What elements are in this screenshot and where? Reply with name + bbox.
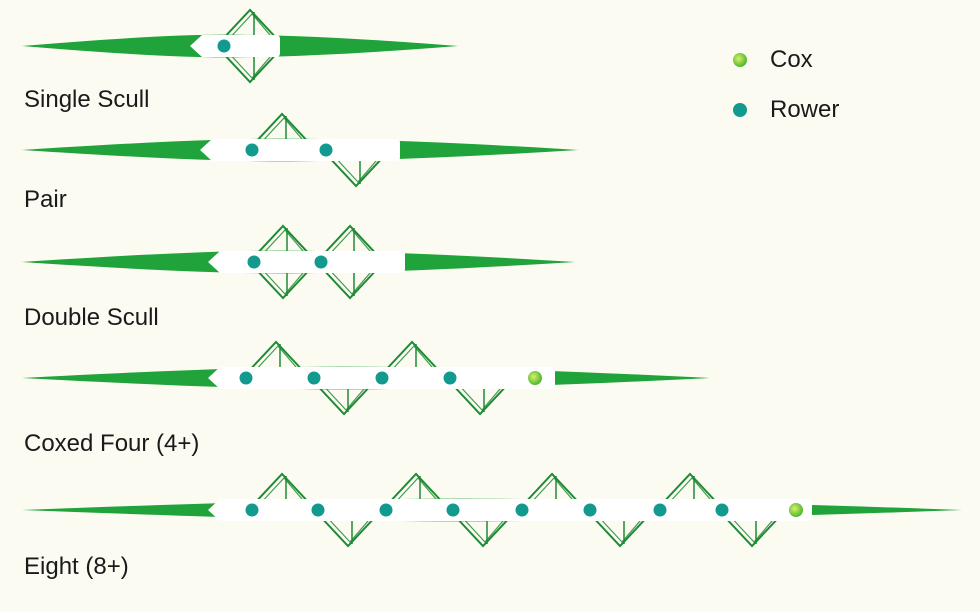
rigger-inner-0-top	[225, 13, 277, 43]
legend-cox-label: Cox	[770, 46, 813, 73]
boat-4	[22, 472, 962, 548]
boat-label-eight: Eight (8+)	[24, 553, 129, 580]
rigger-1-bottom	[313, 381, 375, 416]
rigger-2-top	[381, 340, 443, 375]
cox-seat	[789, 503, 803, 517]
cockpit	[190, 35, 280, 57]
rigger-inner-0-bottom	[258, 265, 310, 295]
rower-seat-8	[715, 503, 729, 517]
cockpit	[208, 251, 405, 273]
rigger-inner-0-bottom	[225, 49, 277, 79]
rower-seat-4	[446, 503, 460, 517]
rigger-inner-1-bottom	[325, 265, 377, 295]
rigger-inner-5-bottom	[595, 513, 647, 543]
rower-seat-4	[443, 371, 457, 385]
rigger-1-top	[319, 224, 381, 259]
rigger-inner-0-top	[257, 477, 309, 507]
rigger-inner-1-bottom	[331, 153, 383, 183]
boat-label-pair: Pair	[24, 186, 67, 213]
rigger-inner-7-bottom	[727, 513, 779, 543]
legend-rower-icon	[733, 103, 747, 117]
rigger-inner-1-top	[325, 229, 377, 259]
legend	[733, 53, 747, 117]
cox-seat	[528, 371, 542, 385]
rigger-0-top	[219, 8, 281, 43]
rigger-4-top	[521, 472, 583, 507]
rigger-7-bottom	[721, 513, 783, 548]
boat-label-double-scull: Double Scull	[24, 304, 159, 331]
rigger-0-top	[251, 472, 313, 507]
rigger-inner-3-bottom	[455, 381, 507, 411]
rigger-0-top	[251, 112, 313, 147]
rigger-0-top	[252, 224, 314, 259]
rower-seat-2	[314, 255, 328, 269]
rigger-0-top	[245, 340, 307, 375]
rower-seat-7	[653, 503, 667, 517]
rigger-inner-1-bottom	[323, 513, 375, 543]
boat-2	[22, 224, 575, 300]
rigger-inner-2-top	[391, 477, 443, 507]
rigger-0-bottom	[219, 49, 281, 84]
rower-seat-5	[515, 503, 529, 517]
rigger-inner-0-top	[257, 117, 309, 147]
rower-seat-2	[319, 143, 333, 157]
rower-seat-3	[375, 371, 389, 385]
rigger-inner-6-top	[665, 477, 717, 507]
rigger-6-top	[659, 472, 721, 507]
rigger-1-bottom	[325, 153, 387, 188]
rower-seat-1	[217, 39, 231, 53]
rower-seat-2	[311, 503, 325, 517]
rower-seat-1	[239, 371, 253, 385]
rigger-1-bottom	[319, 265, 381, 300]
rigger-3-bottom	[449, 381, 511, 416]
rigger-inner-1-bottom	[319, 381, 371, 411]
rower-seat-6	[583, 503, 597, 517]
rigger-inner-0-top	[258, 229, 310, 259]
rigger-inner-2-top	[387, 345, 439, 375]
rigger-0-bottom	[252, 265, 314, 300]
boat-3	[22, 340, 710, 416]
boat-label-coxed-four: Coxed Four (4+)	[24, 430, 200, 457]
rigger-3-bottom	[452, 513, 514, 548]
rigger-inner-0-top	[251, 345, 303, 375]
cockpit	[200, 139, 400, 161]
rigger-1-bottom	[317, 513, 379, 548]
rower-seat-1	[245, 503, 259, 517]
boat-label-single-scull: Single Scull	[24, 86, 150, 113]
legend-cox-icon	[733, 53, 747, 67]
rigger-5-bottom	[589, 513, 651, 548]
rigger-inner-4-top	[527, 477, 579, 507]
rigger-inner-3-bottom	[458, 513, 510, 543]
rower-seat-3	[379, 503, 393, 517]
legend-rower-label: Rower	[770, 96, 840, 123]
boat-1	[22, 112, 578, 188]
rigger-2-top	[385, 472, 447, 507]
rower-seat-1	[247, 255, 261, 269]
rower-seat-2	[307, 371, 321, 385]
boat-0	[22, 8, 458, 84]
rower-seat-1	[245, 143, 259, 157]
